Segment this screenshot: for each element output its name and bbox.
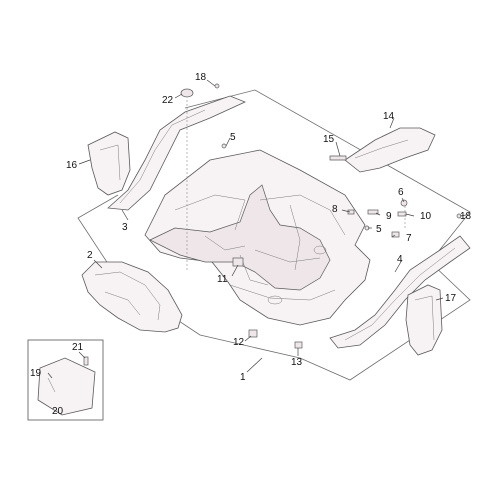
callout-22: 22	[162, 95, 174, 106]
callout-2: 2	[87, 250, 93, 261]
left-wheel-arch-part	[81, 261, 183, 333]
callout-15: 15	[323, 134, 335, 145]
left-rail-part	[107, 95, 247, 211]
tunnel-bracket-part	[344, 127, 436, 173]
callout-21: 21	[72, 342, 84, 353]
callout-3: 3	[122, 222, 128, 233]
callout-5-top: 5	[230, 132, 236, 143]
callout-labels: 1 2 3 4 5 5 6 7 8 9 10 11 12 13 14 15 16…	[30, 72, 472, 417]
inset-plate-part	[37, 357, 96, 416]
fastener-parts	[83, 83, 462, 366]
callout-4: 4	[397, 254, 403, 265]
right-bracket-plate-part	[405, 284, 443, 356]
left-bracket-plate-part	[87, 131, 131, 196]
callout-18-right: 18	[460, 211, 472, 222]
callout-17: 17	[445, 293, 457, 304]
callout-9: 9	[386, 211, 392, 222]
floor-pan-part	[144, 149, 371, 326]
callout-12: 12	[233, 337, 245, 348]
callout-6: 6	[398, 187, 404, 198]
callout-20: 20	[52, 406, 64, 417]
callout-1: 1	[240, 372, 246, 383]
callout-5-right: 5	[376, 224, 382, 235]
callout-11: 11	[217, 274, 228, 285]
callout-10: 10	[420, 211, 432, 222]
leader-lines	[47, 79, 467, 379]
callout-7: 7	[406, 233, 412, 244]
right-rail-part	[329, 235, 471, 349]
callout-18-top: 18	[195, 72, 207, 83]
callout-13: 13	[291, 357, 303, 368]
callout-8: 8	[332, 204, 338, 215]
callout-14: 14	[383, 111, 395, 122]
callout-19: 19	[30, 368, 42, 379]
assembly-outline	[77, 89, 471, 381]
inset-box	[27, 339, 104, 421]
callout-16: 16	[66, 160, 78, 171]
